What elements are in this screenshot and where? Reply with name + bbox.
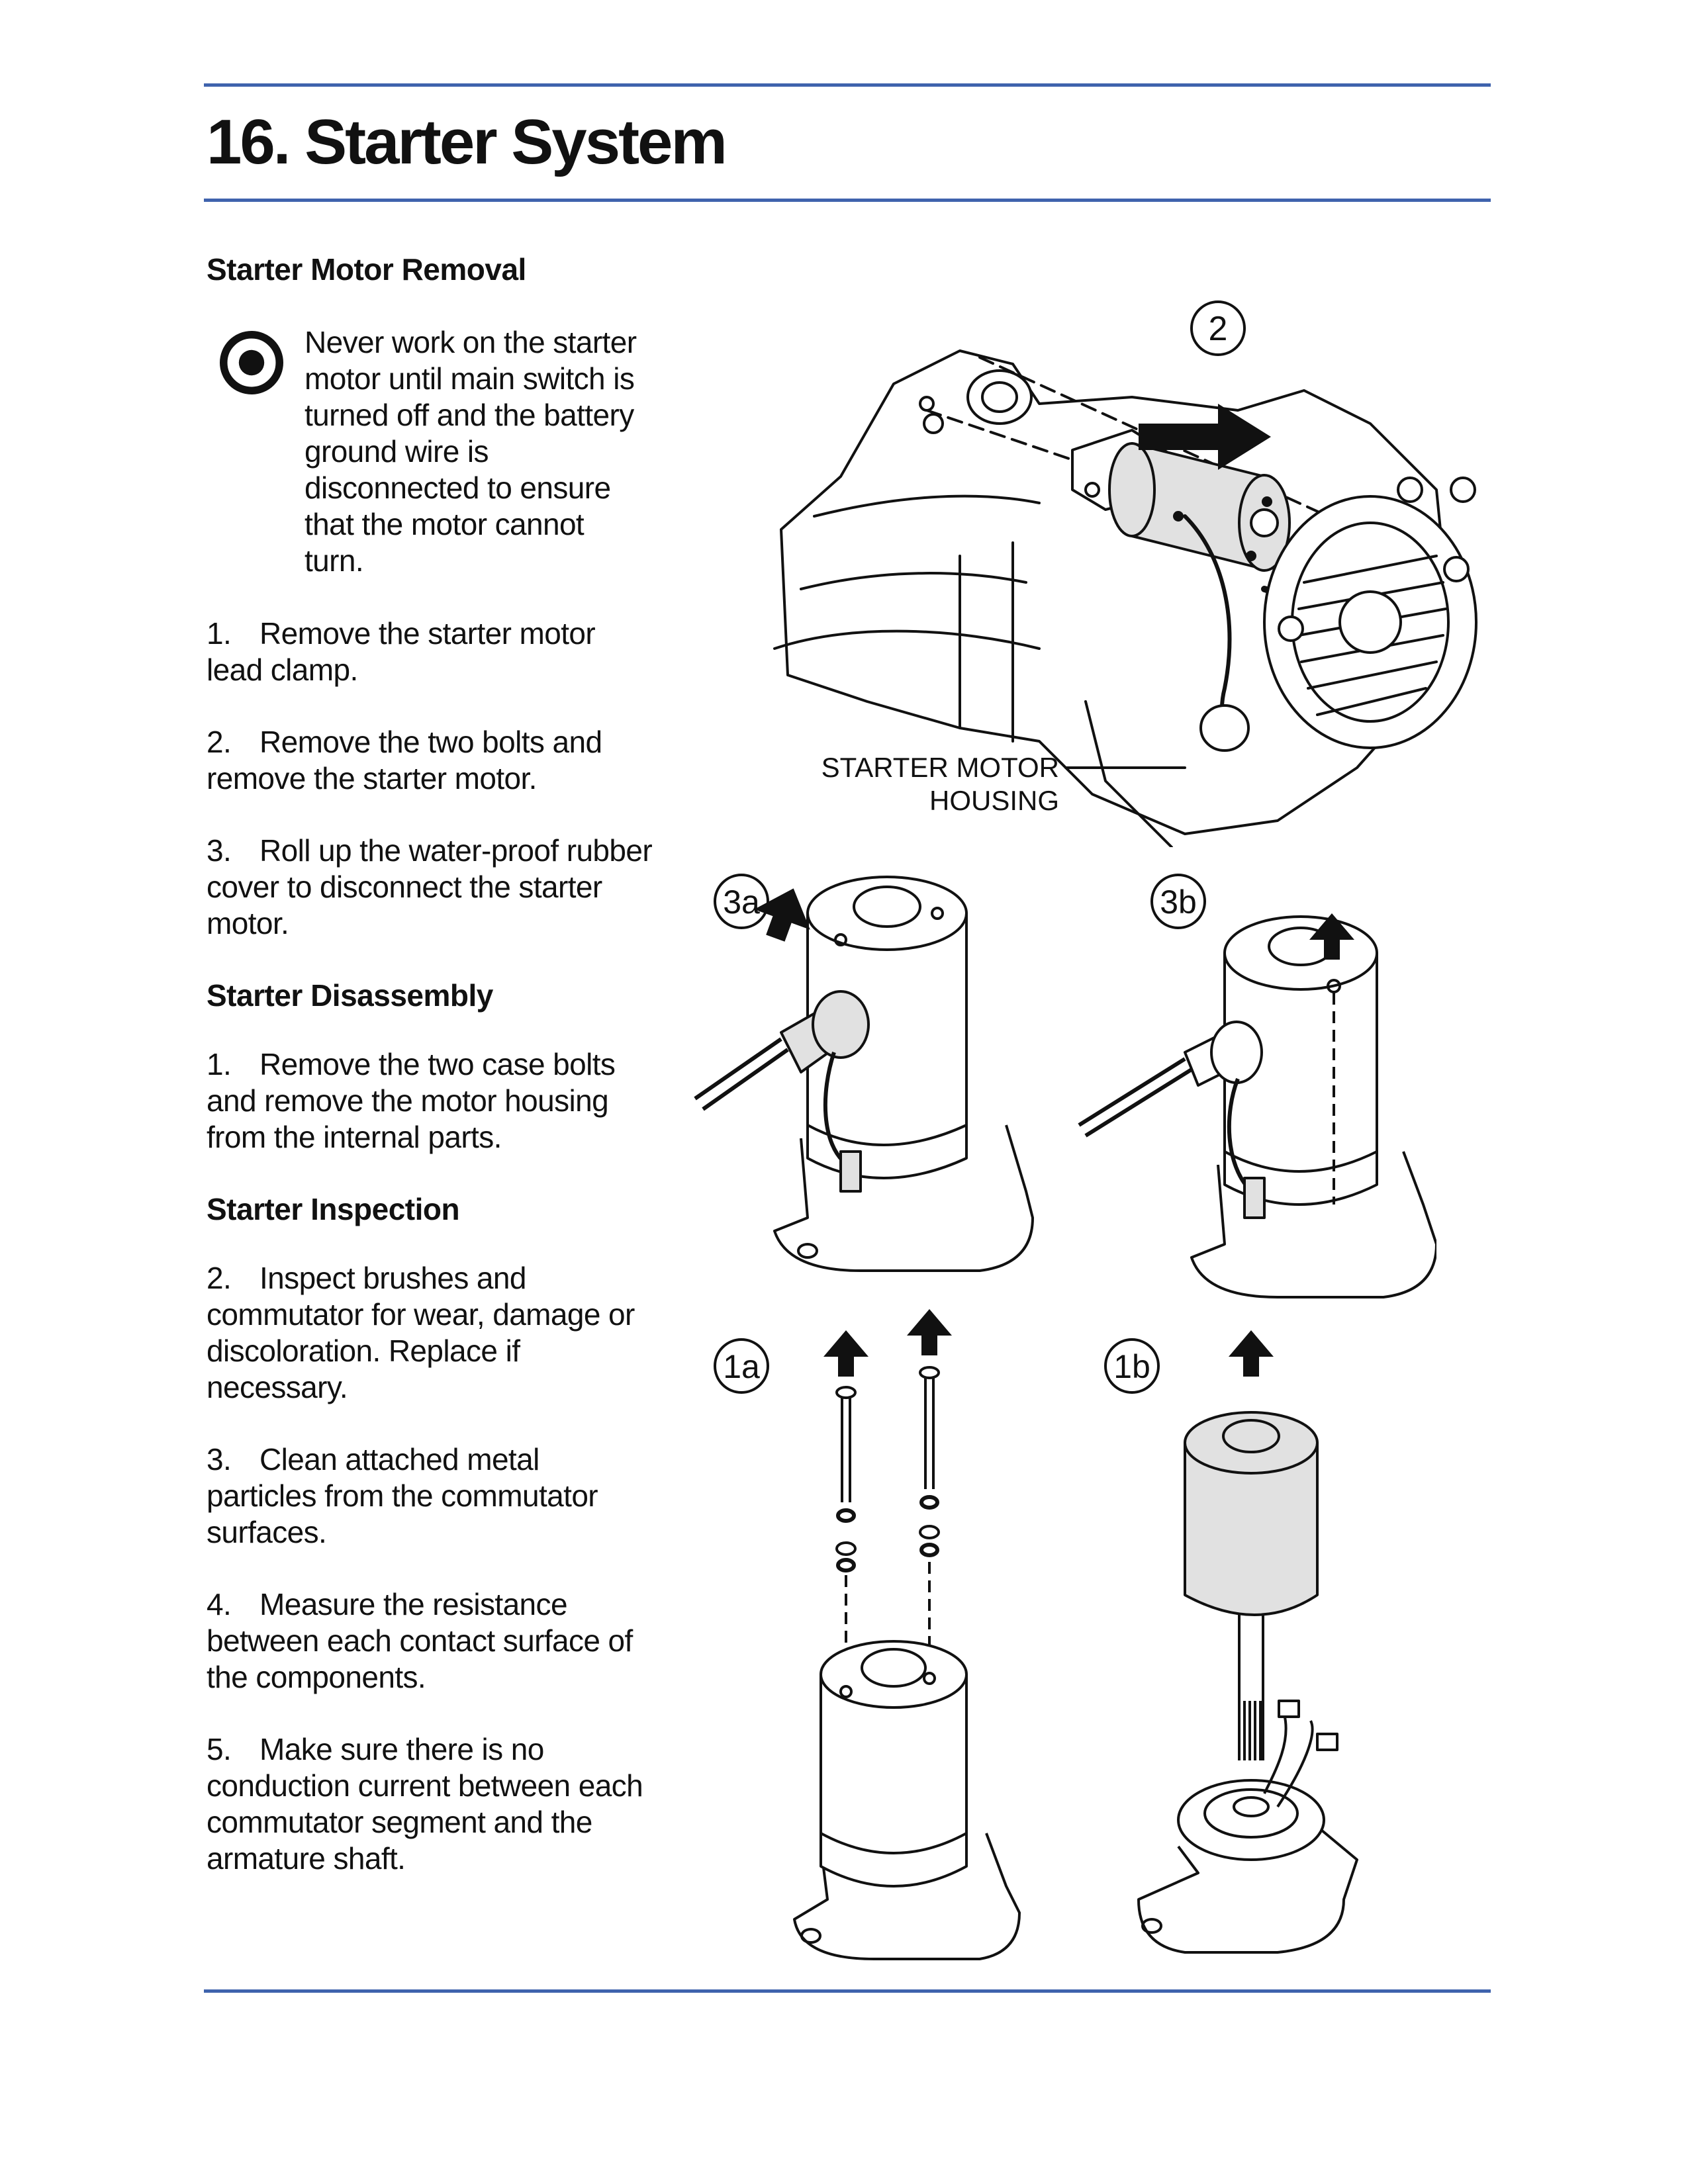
callout-3b-label: 3b <box>1160 884 1197 921</box>
callout-3a-label: 3a <box>723 884 760 921</box>
pull-arrow-icon <box>754 888 810 942</box>
callout-1b-circle <box>1104 1338 1160 1394</box>
inspection-step-4: 4.Measure the resistance between each co… <box>207 1587 633 1694</box>
callout-3a-circle <box>714 874 769 929</box>
removal-step-1: 1.Remove the starter motor lead clamp. <box>207 616 596 687</box>
figure-1b-illustration: 1b <box>1104 1330 1358 1954</box>
figure-2-engine-illustration: 2 STARTER MOTOR HOUSING <box>773 300 1477 847</box>
instructions-column: Starter Motor Removal Never work on the … <box>207 251 657 1877</box>
figure-3a-illustration: 3a <box>694 874 1034 1272</box>
removal-heading: Starter Motor Removal <box>207 252 526 287</box>
inspection-heading: Starter Inspection <box>207 1192 460 1226</box>
target-warning-icon <box>220 331 283 394</box>
inspection-step-5: 5.Make sure there is no conduction curre… <box>207 1732 643 1876</box>
bolt-arrow-left-icon <box>823 1330 868 1377</box>
figure-3b-illustration: 3b <box>1078 874 1436 1298</box>
title-rule <box>204 199 1491 202</box>
inspection-step-2: 2.Inspect brushes and commutator for wea… <box>207 1261 635 1404</box>
removal-step-2: 2.Remove the two bolts and remove the st… <box>207 725 602 796</box>
callout-1a-circle <box>714 1338 769 1394</box>
starter-motor-housing-label-line2: HOUSING <box>929 785 1059 816</box>
disassembly-step-1: 1.Remove the two case bolts and remove t… <box>207 1047 616 1154</box>
callout-1b-label: 1b <box>1113 1348 1150 1385</box>
callout-2-circle <box>1190 300 1246 356</box>
housing-lift-arrow-icon <box>1229 1330 1274 1377</box>
removal-arrow-icon <box>1139 404 1271 470</box>
disassembly-heading: Starter Disassembly <box>207 978 493 1013</box>
callout-2-label: 2 <box>1209 310 1228 348</box>
figure-1a-illustration: 1a <box>714 1309 1021 1960</box>
lift-arrow-icon <box>1309 913 1354 960</box>
bottom-rule <box>204 1989 1491 1993</box>
callout-3b-circle <box>1150 874 1206 929</box>
warning-text: Never work on the starter motor until ma… <box>305 325 637 578</box>
top-rule <box>204 83 1491 87</box>
bolt-arrow-right-icon <box>907 1309 952 1355</box>
inspection-step-3: 3.Clean attached metal particles from th… <box>207 1442 598 1549</box>
page-title: 16. Starter System <box>207 107 727 177</box>
removal-step-3: 3.Roll up the water-proof rubber cover t… <box>207 833 653 940</box>
warning-note: Never work on the starter motor until ma… <box>207 324 657 589</box>
starter-motor-housing-label-line1: STARTER MOTOR <box>821 752 1059 783</box>
callout-1a-label: 1a <box>723 1348 760 1385</box>
